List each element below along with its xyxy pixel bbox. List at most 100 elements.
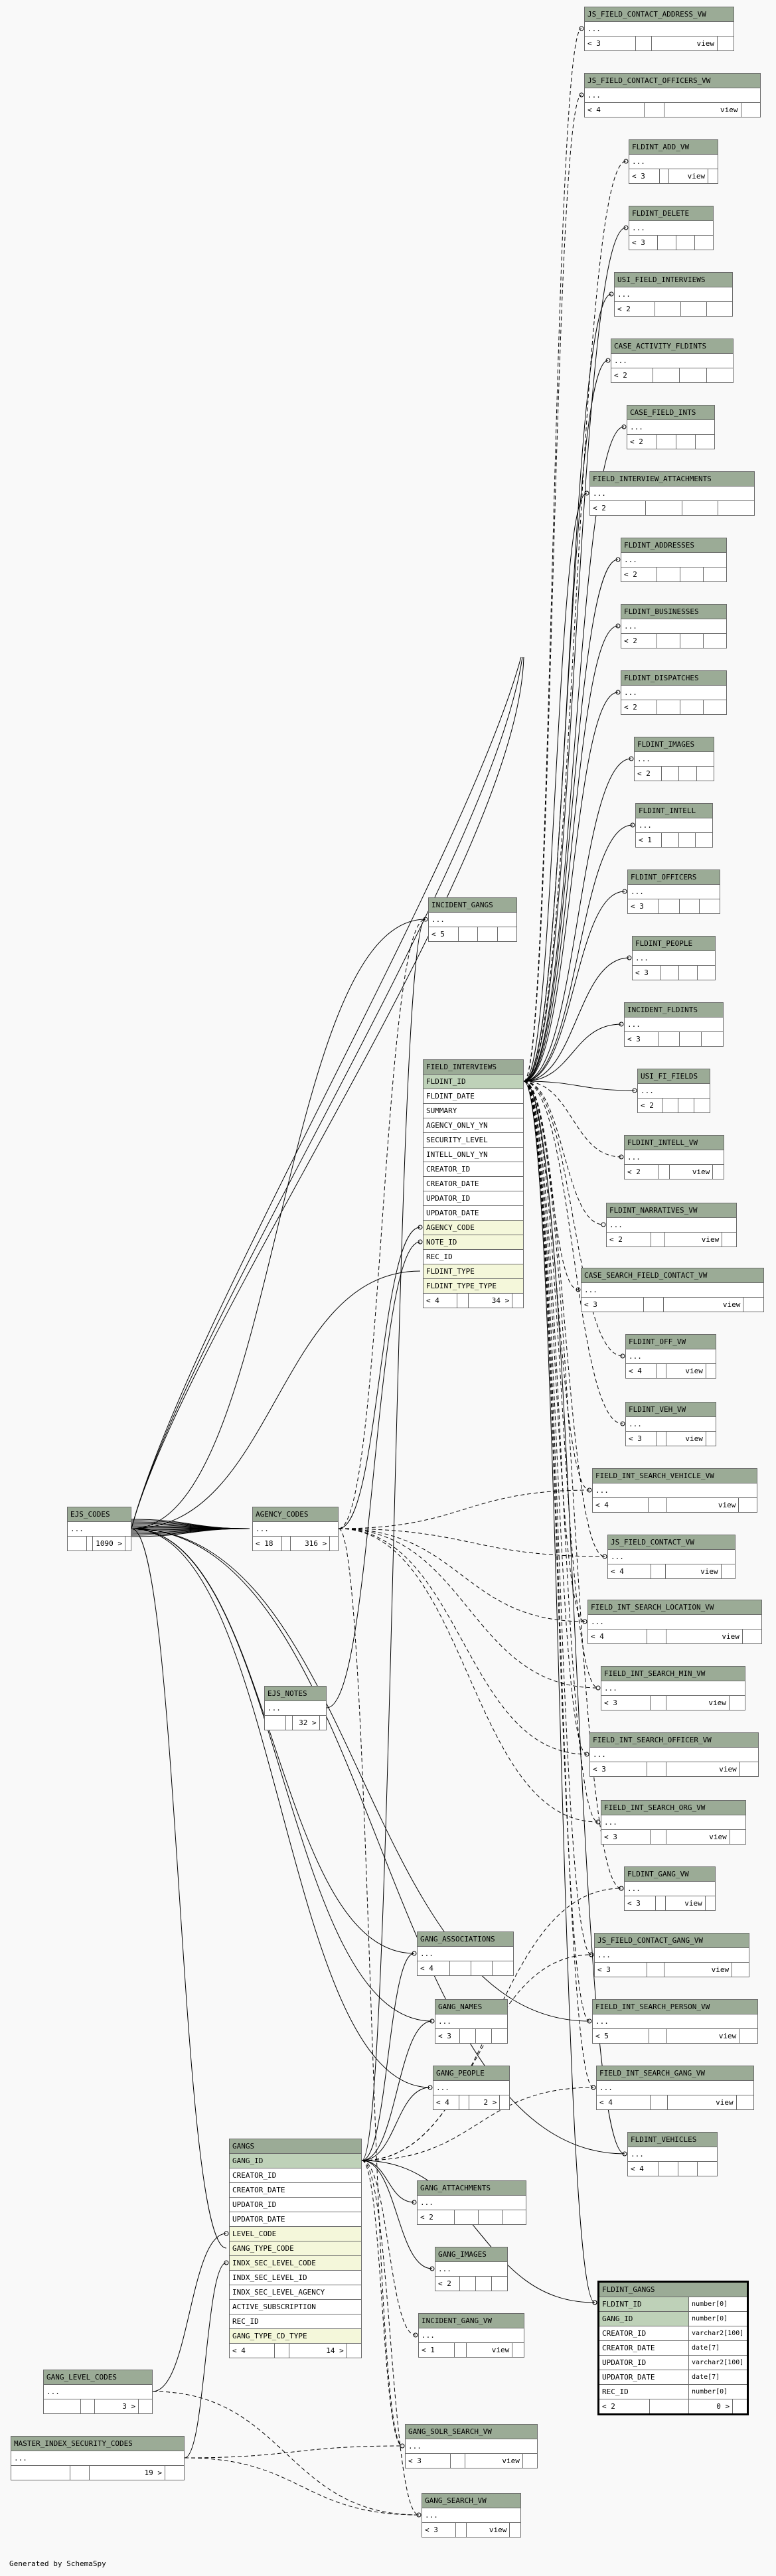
table-title[interactable]: JS_FIELD_CONTACT_OFFICERS_VW [584,73,761,88]
column-fldint-type-type[interactable]: FLDINT_TYPE_TYPE [423,1278,524,1294]
column-updator-date[interactable]: UPDATOR_DATE [598,2370,690,2385]
table-master-index-security-codes[interactable]: MASTER_INDEX_SECURITY_CODES...19 > [11,2436,185,2480]
column-gang-type-code[interactable]: GANG_TYPE_CODE [229,2241,362,2256]
table-usi-fi-fields[interactable]: USI_FI_FIELDS...< 2 [637,1069,710,1113]
column-ellipsis[interactable]: ... [435,2261,508,2277]
table-title[interactable]: FIELD_INTERVIEWS [423,1059,524,1075]
column-ellipsis[interactable]: ... [417,2195,526,2210]
column-fldint-id[interactable]: FLDINT_ID [423,1074,524,1089]
table-gang-associations[interactable]: GANG_ASSOCIATIONS...< 4 [417,1932,514,1976]
table-title[interactable]: FLDINT_OFF_VW [625,1334,716,1349]
column-rec-id[interactable]: REC_ID [598,2384,690,2399]
column-ellipsis[interactable]: ... [11,2451,185,2466]
table-title[interactable]: FLDINT_DELETE [629,206,714,221]
table-title[interactable]: FIELD_INT_SEARCH_MIN_VW [601,1666,745,1681]
column-creator-id[interactable]: CREATOR_ID [598,2326,690,2341]
table-title[interactable]: FIELD_INT_SEARCH_LOCATION_VW [587,1600,762,1615]
column-ellipsis[interactable]: ... [422,2508,521,2523]
table-title[interactable]: CASE_SEARCH_FIELD_CONTACT_VW [581,1268,764,1283]
table-title[interactable]: INCIDENT_FLDINTS [624,1002,724,1018]
column-ellipsis[interactable]: ... [43,2384,153,2399]
table-title[interactable]: GANGS [229,2139,362,2154]
table-title[interactable]: USI_FIELD_INTERVIEWS [614,272,733,287]
column-ellipsis[interactable]: ... [433,2080,510,2095]
column-ellipsis[interactable]: ... [405,2439,538,2454]
table-ejs-notes[interactable]: EJS_NOTES...32 > [264,1686,327,1730]
column-summary[interactable]: SUMMARY [423,1103,524,1118]
column-updator-id[interactable]: UPDATOR_ID [598,2355,690,2370]
column-security-level[interactable]: SECURITY_LEVEL [423,1132,524,1148]
column-level-code[interactable]: LEVEL_CODE [229,2226,362,2241]
table-fldint-intell[interactable]: FLDINT_INTELL...< 1 [635,803,713,848]
table-title[interactable]: FLDINT_INTELL_VW [624,1135,724,1150]
column-creator-id[interactable]: CREATOR_ID [423,1162,524,1177]
column-gang-id[interactable]: GANG_ID [229,2153,362,2168]
column-ellipsis[interactable]: ... [589,1747,759,1762]
table-fldint-businesses[interactable]: FLDINT_BUSINESSES...< 2 [621,604,727,648]
column-ellipsis[interactable]: ... [635,818,713,833]
table-title[interactable]: GANG_SEARCH_VW [422,2493,521,2508]
column-ellipsis[interactable]: ... [637,1083,710,1099]
column-ellipsis[interactable]: ... [587,1614,762,1629]
column-note-id[interactable]: NOTE_ID [423,1235,524,1250]
column-ellipsis[interactable]: ... [592,2014,758,2029]
table-title[interactable]: FIELD_INT_SEARCH_ORG_VW [601,1800,746,1815]
table-title[interactable]: FLDINT_IMAGES [634,737,714,752]
column-creator-date[interactable]: CREATOR_DATE [598,2340,690,2356]
column-ellipsis[interactable]: ... [601,1681,745,1696]
table-usi-field-interviews[interactable]: USI_FIELD_INTERVIEWS...< 2 [614,272,733,317]
column-fldint-id[interactable]: FLDINT_ID [598,2297,690,2312]
column-updator-id[interactable]: UPDATOR_ID [229,2197,362,2212]
column-active-subscription[interactable]: ACTIVE_SUBSCRIPTION [229,2299,362,2314]
column-ellipsis[interactable]: ... [624,1881,716,1896]
column-ellipsis[interactable]: ... [252,1521,339,1537]
column-ellipsis[interactable]: ... [581,1282,764,1298]
column-ellipsis[interactable]: ... [627,884,720,899]
column-ellipsis[interactable]: ... [629,220,714,236]
table-title[interactable]: JS_FIELD_CONTACT_GANG_VW [594,1933,749,1948]
table-title[interactable]: GANG_LEVEL_CODES [43,2370,153,2385]
table-title[interactable]: FLDINT_ADD_VW [629,139,718,155]
table-title[interactable]: EJS_CODES [67,1507,131,1522]
column-ellipsis[interactable]: ... [621,552,727,568]
column-ellipsis[interactable]: ... [264,1701,327,1716]
column-ellipsis[interactable]: ... [611,353,734,368]
column-updator-date[interactable]: UPDATOR_DATE [423,1205,524,1221]
column-ellipsis[interactable]: ... [614,287,733,302]
column-gang-id[interactable]: GANG_ID [598,2311,690,2326]
table-incident-gangs[interactable]: INCIDENT_GANGS...< 5 [428,897,517,942]
table-fldint-people[interactable]: FLDINT_PEOPLE...< 3 [632,936,716,980]
column-ellipsis[interactable]: ... [629,154,718,169]
table-title[interactable]: JS_FIELD_CONTACT_VW [607,1535,736,1550]
column-ellipsis[interactable]: ... [627,419,715,435]
column-updator-date[interactable]: UPDATOR_DATE [229,2212,362,2227]
column-ellipsis[interactable]: ... [634,751,714,767]
table-title[interactable]: FLDINT_ADDRESSES [621,538,727,553]
column-ellipsis[interactable]: ... [435,2014,508,2029]
column-creator-id[interactable]: CREATOR_ID [229,2168,362,2183]
column-ellipsis[interactable]: ... [624,1150,724,1165]
column-ellipsis[interactable]: ... [584,88,761,103]
column-ellipsis[interactable]: ... [607,1549,736,1564]
column-updator-id[interactable]: UPDATOR_ID [423,1191,524,1206]
column-ellipsis[interactable]: ... [606,1217,737,1233]
